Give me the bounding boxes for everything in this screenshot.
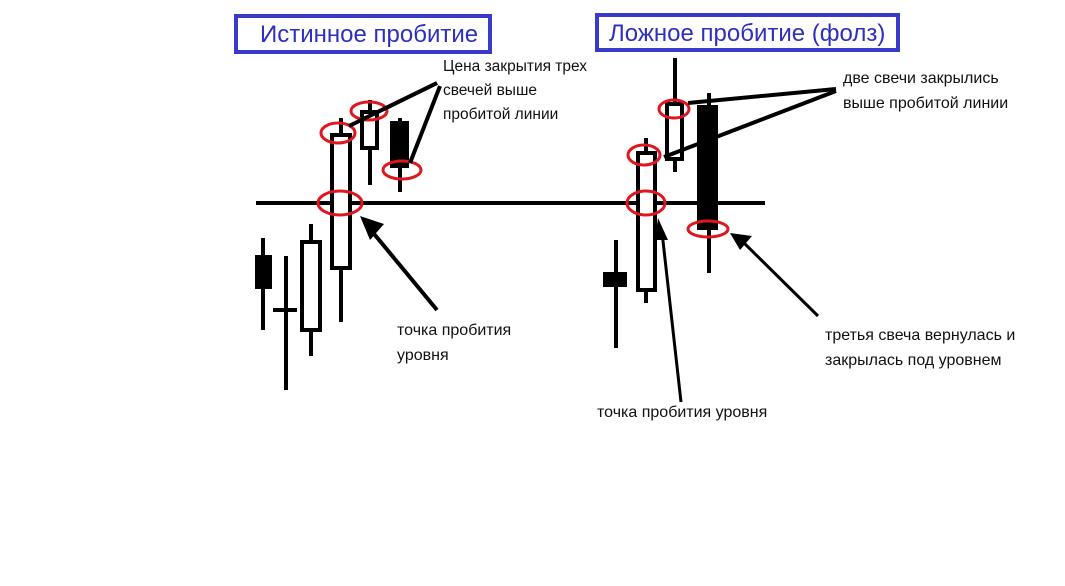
- candle-left-3: [300, 224, 322, 356]
- arrowhead-breakout-right: [655, 218, 668, 240]
- highlight-close-2: [349, 100, 389, 122]
- highlight-close-right-2: [657, 98, 691, 120]
- title-true-breakout: Истинное пробитие: [234, 14, 492, 54]
- candle-left-6: [390, 118, 409, 192]
- annotation-two-closes: две свечи закрылись выше пробитой линии: [843, 70, 1009, 112]
- title-false-breakout: Ложное пробитие (фолз): [595, 13, 900, 52]
- highlight-breakout-right: [625, 189, 667, 217]
- pointer-breakout-right: [660, 231, 683, 403]
- highlight-close-1: [319, 121, 357, 145]
- annotation-third-candle: третья свеча вернулась и закрылась под у…: [825, 327, 1016, 369]
- pointer-close-3: [408, 85, 442, 164]
- candle-left-breakout: [330, 118, 352, 322]
- highlight-close-3: [381, 159, 423, 181]
- pointer-close-right-1: [663, 89, 837, 159]
- highlight-breakout-left: [316, 189, 364, 217]
- annotation-breakout-point-right: точка пробития уровня: [597, 404, 768, 421]
- highlight-close-right-1: [626, 143, 662, 167]
- candle-right-4: [697, 93, 718, 273]
- candle-left-1: [255, 238, 272, 330]
- annotation-breakout-point-left: точка пробития уровня: [397, 322, 512, 364]
- candle-left-2: [273, 256, 297, 390]
- highlight-third-close: [686, 219, 730, 239]
- candle-right-1: [603, 240, 627, 348]
- arrowhead-breakout-left: [360, 216, 384, 240]
- pointer-close-right-2: [687, 87, 837, 105]
- annotation-three-closes: Цена закрытия трех свечей выше пробитой …: [443, 58, 588, 123]
- candle-right-breakout: [636, 138, 657, 303]
- pointer-breakout-left: [368, 227, 439, 312]
- pointer-third-candle: [740, 239, 820, 318]
- arrowhead-third-candle: [730, 233, 752, 250]
- pointer-close-2: [383, 81, 438, 111]
